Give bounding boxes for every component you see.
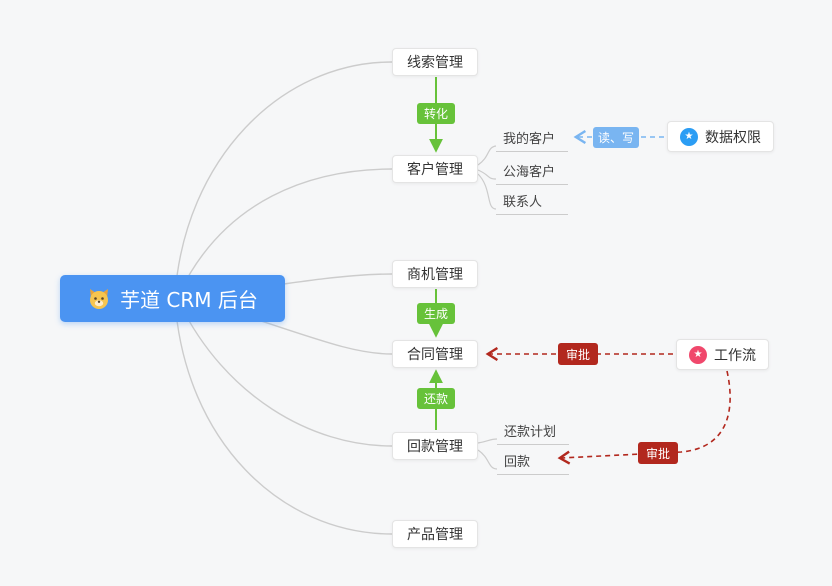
branch-line-receivables bbox=[179, 303, 393, 447]
edge-label-approve-repayment: 审批 bbox=[638, 442, 678, 464]
subbranch-line-my-customers bbox=[477, 145, 497, 166]
node-workflow: ★ 工作流 bbox=[676, 339, 769, 370]
node-customers-label: 客户管理 bbox=[407, 162, 463, 178]
branch-line-leads bbox=[174, 61, 393, 296]
node-opportunities-label: 商机管理 bbox=[407, 267, 463, 283]
root-node-crm: 芋道 CRM 后台 bbox=[60, 275, 285, 322]
subbranch-line-repayment-plan bbox=[477, 438, 498, 444]
subbranch-line-contacts bbox=[477, 173, 497, 210]
star-glyph: ★ bbox=[693, 348, 703, 360]
node-leads-label: 线索管理 bbox=[407, 55, 463, 71]
star-glyph: ★ bbox=[684, 130, 694, 142]
node-receivables: 回款管理 bbox=[392, 432, 478, 460]
star-icon: ★ bbox=[689, 345, 707, 364]
node-receivables-label: 回款管理 bbox=[407, 439, 463, 455]
subnode-repayment: 回款 bbox=[497, 451, 569, 475]
branch-line-products bbox=[174, 300, 393, 535]
node-opportunities: 商机管理 bbox=[392, 260, 478, 288]
branch-line-customers bbox=[179, 168, 393, 293]
root-node-label: 芋道 CRM 后台 bbox=[120, 288, 258, 312]
edge-label-convert: 转化 bbox=[417, 103, 455, 124]
subnode-contacts: 联系人 bbox=[496, 191, 568, 215]
edge-label-approve-contract: 审批 bbox=[558, 343, 598, 365]
node-leads: 线索管理 bbox=[392, 48, 478, 76]
star-icon: ★ bbox=[680, 127, 698, 146]
edge-label-repay: 还款 bbox=[417, 388, 455, 409]
subbranch-line-public-customers bbox=[477, 169, 497, 180]
dog-icon bbox=[87, 287, 111, 311]
node-products-label: 产品管理 bbox=[407, 527, 463, 543]
subbranch-line-repayment bbox=[477, 449, 498, 470]
edge-approve-repayment-arrow bbox=[557, 370, 731, 465]
node-contracts: 合同管理 bbox=[392, 340, 478, 368]
node-customers: 客户管理 bbox=[392, 155, 478, 183]
node-products: 产品管理 bbox=[392, 520, 478, 548]
edge-label-read-write: 读、写 bbox=[593, 127, 639, 148]
node-workflow-label: 工作流 bbox=[714, 347, 756, 364]
subnode-my-customers: 我的客户 bbox=[496, 128, 568, 152]
node-data-permission-label: 数据权限 bbox=[705, 129, 761, 146]
node-data-permission: ★ 数据权限 bbox=[667, 121, 774, 152]
edge-label-generate: 生成 bbox=[417, 303, 455, 324]
subnode-repayment-plan: 还款计划 bbox=[497, 421, 569, 445]
subnode-public-customers: 公海客户 bbox=[496, 161, 568, 185]
node-contracts-label: 合同管理 bbox=[407, 347, 463, 363]
